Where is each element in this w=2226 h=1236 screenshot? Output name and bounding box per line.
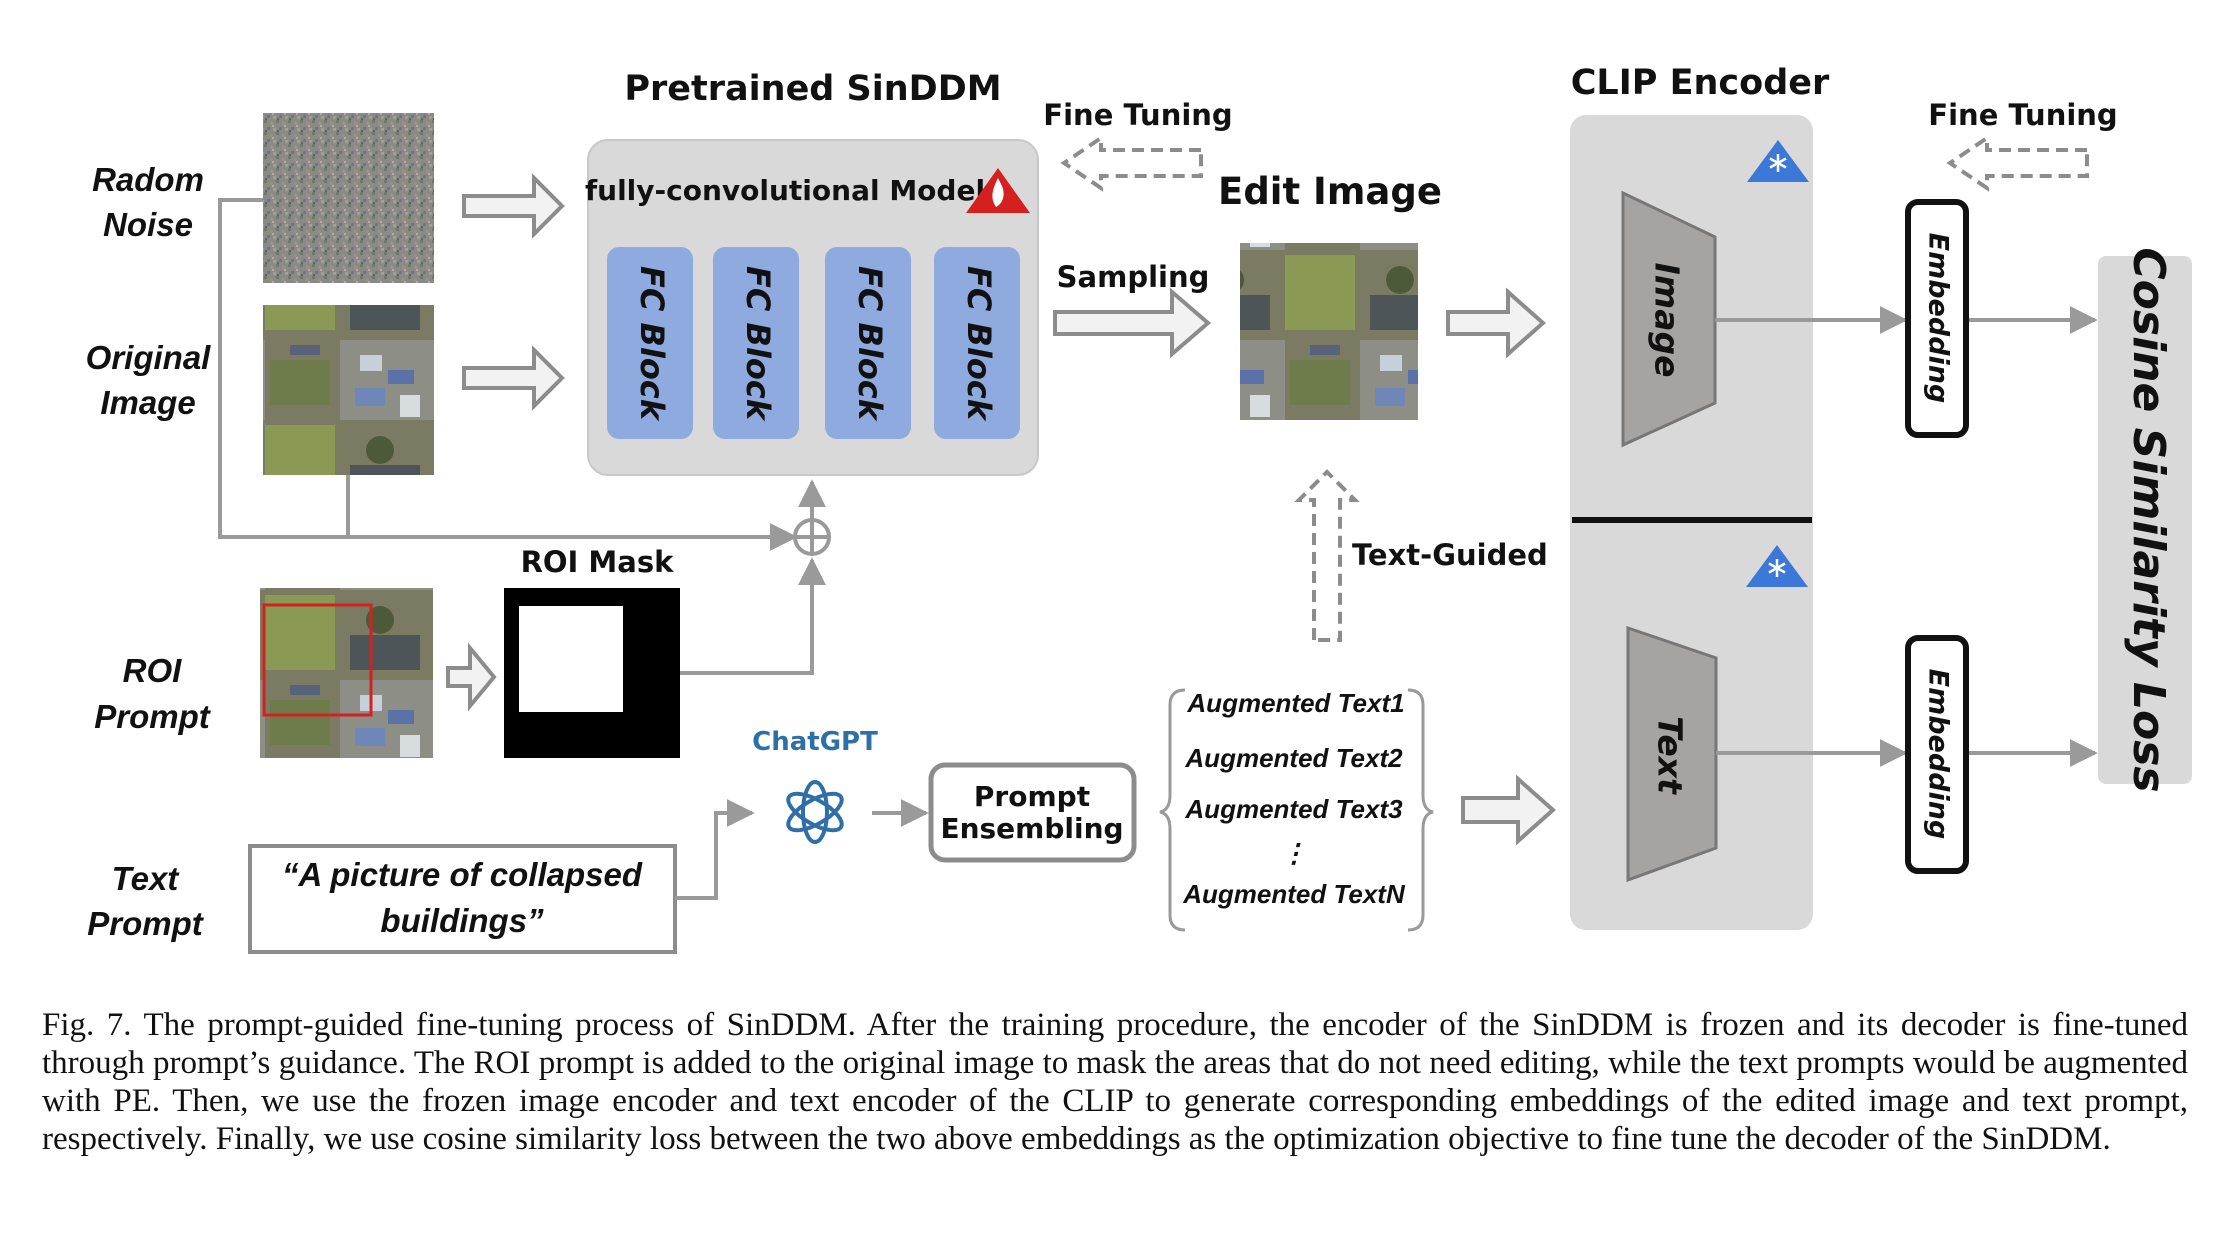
cosine-similarity-loss: Cosine Similarity Loss xyxy=(2098,247,2192,793)
augmented-text-n: Augmented TextN xyxy=(1182,879,1406,909)
augmented-text-3: Augmented Text3 xyxy=(1184,794,1403,824)
clip-image-encoder: Image xyxy=(1621,190,1717,448)
prompt-ensembling-box xyxy=(928,762,1137,863)
frozen-icon-text xyxy=(1746,545,1808,587)
texts-to-clip-arrow xyxy=(1461,774,1557,846)
cosine-similarity-loss-label: Cosine Similarity Loss xyxy=(2123,247,2174,792)
text-guided-label: Text-Guided xyxy=(1352,538,1548,572)
roi-prompt-image xyxy=(260,588,433,758)
trainable-fire-icon xyxy=(966,168,1030,213)
original-image xyxy=(263,305,434,475)
sampling-arrow xyxy=(1053,287,1212,359)
original-arrow xyxy=(462,345,565,411)
roi-arrow xyxy=(446,642,497,712)
text-prompt-label-line1: Text xyxy=(112,860,181,897)
edit-image-title: Edit Image xyxy=(1218,170,1442,213)
random-noise-label-line2: Noise xyxy=(103,206,193,243)
augmented-text-1: Augmented Text1 xyxy=(1186,688,1404,718)
text-guided-arrow xyxy=(1294,469,1360,642)
roi-mask-image xyxy=(504,588,680,758)
edit-to-clip-arrow xyxy=(1446,287,1547,359)
fc-block-3: FC Block xyxy=(825,247,911,439)
embedding-bottom-label: Embedding xyxy=(1923,669,1954,840)
fc-block-1: FC Block xyxy=(607,247,693,439)
embedding-top-label: Embedding xyxy=(1923,233,1954,404)
augmented-text-2: Augmented Text2 xyxy=(1184,743,1403,773)
clip-title: CLIP Encoder xyxy=(1571,63,1830,103)
fc-block-1-label: FC Block xyxy=(633,266,671,422)
prompt-ensembling-line1: Prompt xyxy=(974,780,1090,813)
chatgpt-label: ChatGPT xyxy=(752,727,878,757)
text-prompt-to-chatgpt-line xyxy=(675,799,755,900)
original-image-label-line2: Image xyxy=(100,384,195,421)
figure-caption: Fig. 7. The prompt-guided fine-tuning pr… xyxy=(42,1007,2188,1157)
text-prompt-quote-line2: buildings” xyxy=(380,902,544,939)
embedding-top: Embedding xyxy=(1905,199,1969,438)
fc-block-4-label: FC Block xyxy=(960,266,998,422)
fine-tuning-left-arrow xyxy=(1060,134,1203,192)
fc-block-3-label: FC Block xyxy=(851,266,889,422)
roi-prompt-label-line1: ROI xyxy=(123,652,183,689)
clip-text-label: Text xyxy=(1651,716,1690,795)
embedding-bottom: Embedding xyxy=(1905,635,1969,874)
framework-diagram: Radom Noise Original Image ROI Prompt Te… xyxy=(86,63,2192,954)
text-prompt-label-line2: Prompt xyxy=(87,905,205,942)
fine-tuning-left-label: Fine Tuning xyxy=(1043,98,1232,132)
roi-prompt-label-line2: Prompt xyxy=(94,698,212,735)
frozen-icon-image xyxy=(1747,140,1809,182)
sampling-label: Sampling xyxy=(1057,260,1210,294)
prompt-ensembling-line2: Ensembling xyxy=(940,812,1123,845)
chatgpt-icon xyxy=(786,780,844,844)
fc-block-2: FC Block xyxy=(713,247,799,439)
mask-to-combine-line xyxy=(680,557,826,675)
pretrained-panel xyxy=(587,139,1039,476)
fc-block-4: FC Block xyxy=(934,247,1020,439)
augmented-text-ellipsis: ⋮ xyxy=(1281,838,1307,868)
original-image-label-line1: Original xyxy=(86,339,212,376)
pretrained-title: Pretrained SinDDM xyxy=(624,69,1001,109)
fine-tuning-right-arrow xyxy=(1946,134,2089,192)
text-prompt-quote-line1: “A picture of collapsed xyxy=(282,856,643,893)
noise-arrow xyxy=(462,173,565,239)
edit-image xyxy=(1240,243,1418,420)
random-noise-image xyxy=(263,113,434,283)
clip-text-encoder: Text xyxy=(1626,625,1718,883)
clip-image-label: Image xyxy=(1648,263,1687,378)
noise-to-combine-line xyxy=(218,198,798,551)
model-label: fully-convolutional Model xyxy=(585,174,985,207)
fc-block-2-label: FC Block xyxy=(739,266,777,422)
combine-node xyxy=(793,518,831,556)
roi-mask-label: ROI Mask xyxy=(521,545,675,579)
fine-tuning-right-label: Fine Tuning xyxy=(1928,98,2117,132)
text-prompt-box xyxy=(248,844,677,954)
augmented-texts-brace xyxy=(1159,688,1434,932)
random-noise-label-line1: Radom xyxy=(92,161,204,198)
